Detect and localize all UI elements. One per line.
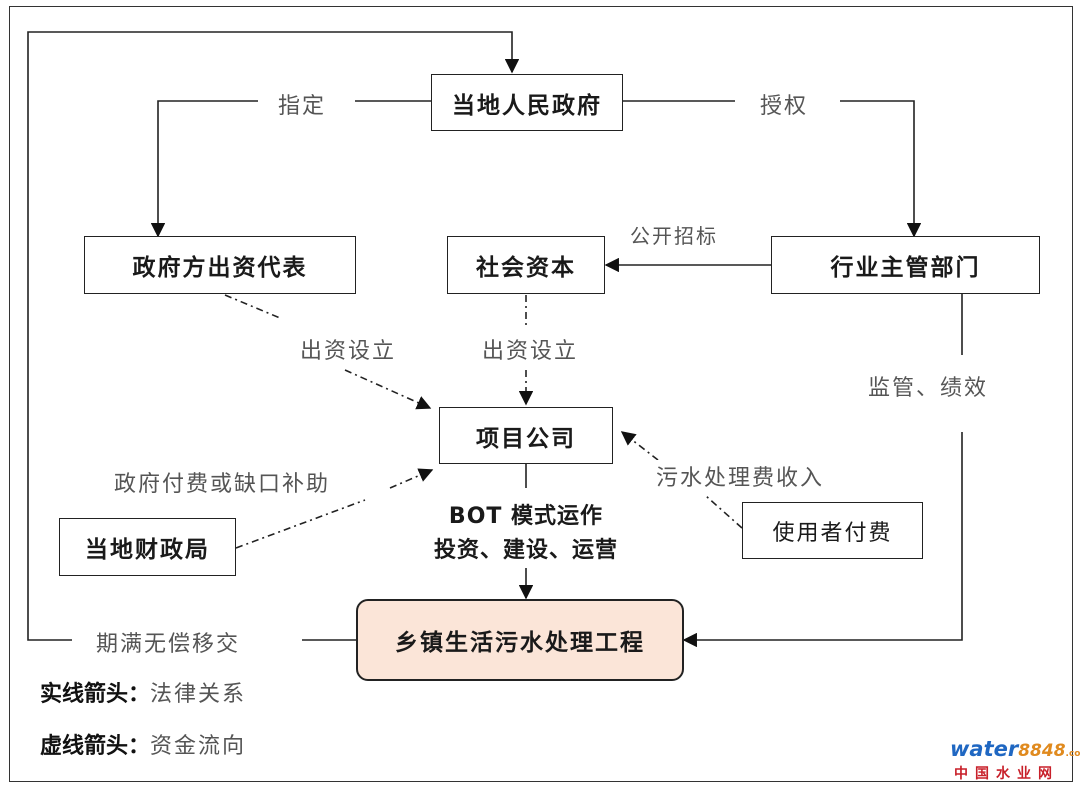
watermark-cn: 中国水业网: [954, 766, 1059, 782]
node-finance-bureau: 当地财政局: [59, 518, 236, 576]
node-user-pay: 使用者付费: [742, 502, 923, 559]
arrow-sewage-fee: [620, 431, 659, 461]
watermark-brand: water: [950, 737, 1019, 761]
arrow-authorize-2: [840, 100, 922, 238]
legend-dashed-value: 资金流向: [150, 734, 247, 759]
outer-frame: [9, 6, 1073, 782]
arrow-transfer: [27, 31, 520, 641]
watermark-number: 8848: [1018, 741, 1066, 761]
node-industry-department: 行业主管部门: [771, 236, 1040, 294]
legend-solid-key: 实线箭头：: [40, 682, 151, 707]
label-bot-line1: BOT 模式运作: [448, 504, 604, 529]
node-social-capital: 社会资本: [447, 236, 605, 294]
node-sewage-project: 乡镇生活污水处理工程: [356, 599, 684, 681]
arrow-gov-payment-2: [389, 468, 434, 489]
arrow-designate-2: [150, 100, 258, 238]
arrow-supervise: [682, 432, 963, 648]
label-transfer: 期满无偿移交: [94, 626, 243, 658]
label-sewage-fee: 污水处理费收入: [654, 460, 827, 492]
watermark-suffix: .com: [1065, 749, 1080, 759]
dash-invest-left-top: [224, 294, 281, 319]
label-supervise: 监管、绩效: [866, 370, 991, 402]
node-government-investor: 政府方出资代表: [84, 236, 356, 294]
node-local-government: 当地人民政府: [431, 74, 623, 131]
label-designate: 指定: [276, 88, 329, 120]
label-bot-line2: 投资、建设、运营: [433, 538, 618, 563]
arrow-invest-left: [344, 369, 432, 410]
legend-solid-value: 法律关系: [150, 682, 247, 707]
label-invest-mid: 出资设立: [480, 333, 581, 365]
arrow-gov-payment: [235, 499, 366, 549]
legend-dashed: 虚线箭头：资金流向: [40, 728, 246, 760]
legend-solid: 实线箭头：法律关系: [40, 676, 246, 708]
label-invest-left: 出资设立: [298, 333, 399, 365]
label-gov-payment: 政府付费或缺口补助: [112, 466, 333, 498]
label-authorize: 授权: [758, 88, 811, 120]
dash-user-pay: [705, 495, 743, 529]
watermark-logo: water8848.com 中国水业网: [950, 737, 1080, 784]
node-project-company: 项目公司: [439, 407, 613, 464]
label-public-tender: 公开招标: [628, 220, 720, 249]
legend-dashed-key: 虚线箭头：: [40, 734, 151, 759]
label-bot-mode: BOT 模式运作 投资、建设、运营: [426, 500, 626, 568]
